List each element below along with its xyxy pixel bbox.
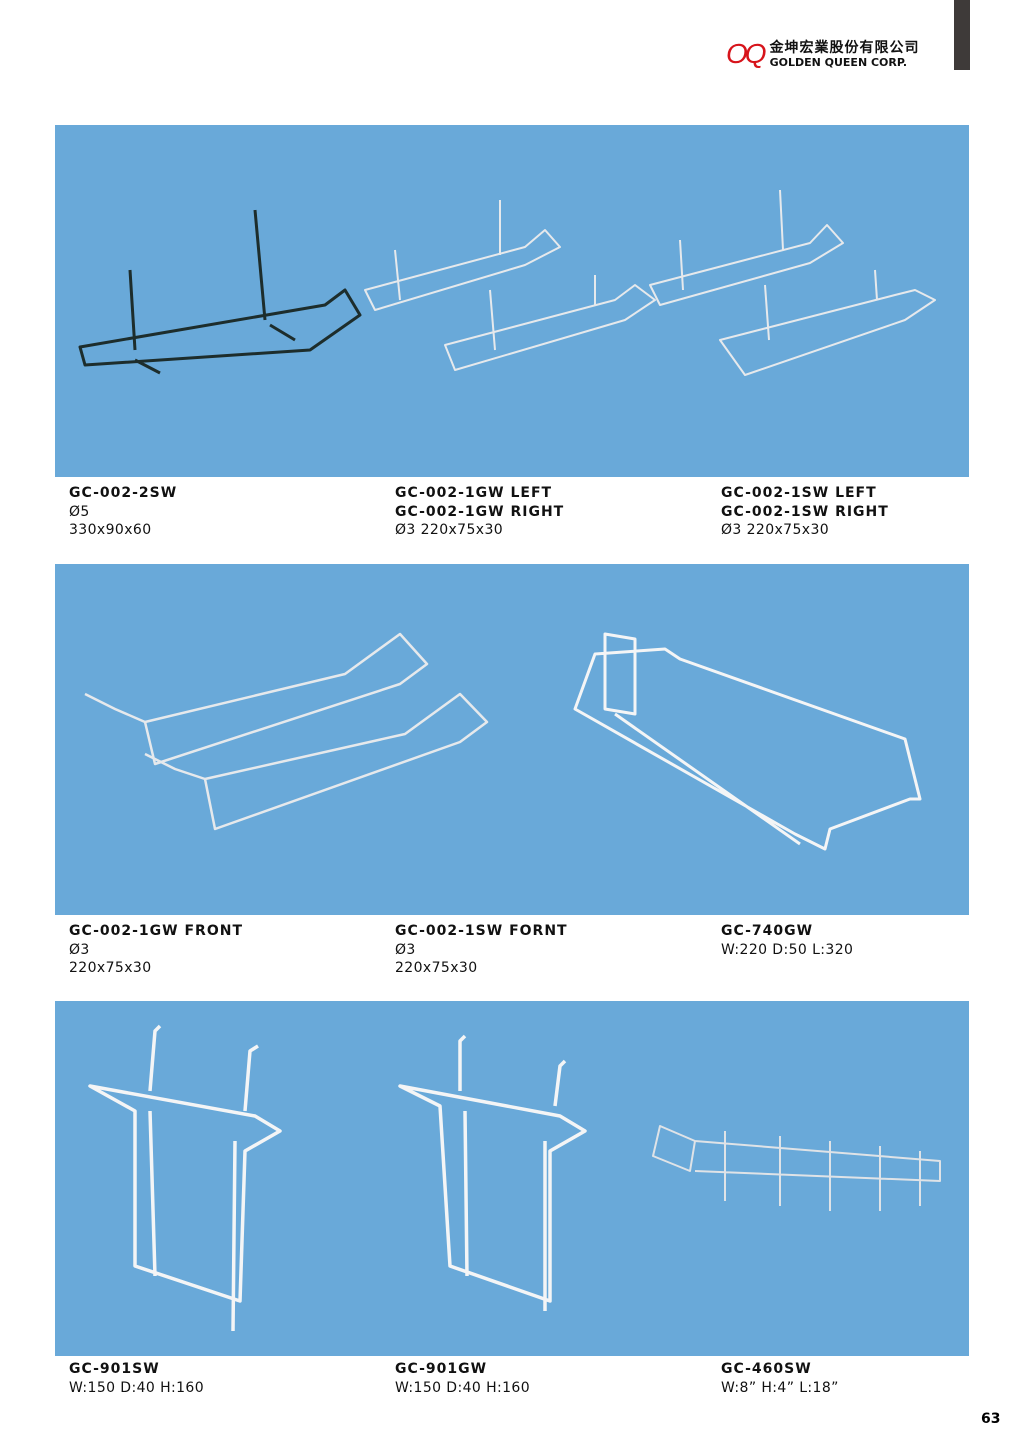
product-code: GC-002-1GW FRONT [69,923,243,939]
product-caption: GC-002-1GW LEFT GC-002-1GW RIGHT Ø3 220x75… [395,484,564,540]
product-spec: 220x75x30 [395,960,478,976]
page-number: 63 [981,1411,1001,1427]
product-code: GC-002-1GW LEFT [395,485,553,501]
product-image-gc-460sw [652,1125,941,1211]
product-caption: GC-460SW W:8” H:4” L:18” [721,1360,839,1397]
product-caption: GC-901SW W:150 D:40 H:160 [69,1360,204,1397]
page-edge-tab [954,0,970,70]
product-photo-row-2 [55,564,969,915]
product-caption: GC-002-1GW FRONT Ø3 220x75x30 [69,922,243,978]
product-caption: GC-002-2SW Ø5 330x90x60 [69,484,177,540]
product-code: GC-002-1SW FORNT [395,923,568,939]
product-photo-row-1 [55,125,969,477]
product-image-gc-002-1gw-front [84,632,489,831]
logo-name-cn: 金坤宏業股份有限公司 [769,39,920,56]
product-image-gc-002-1sw [649,189,936,376]
product-code: GC-002-2SW [69,485,178,501]
product-code: GC-002-1GW RIGHT [395,503,565,520]
product-spec: W:150 D:40 H:160 [395,1379,531,1396]
product-spec: W:220 D:50 L:320 [721,941,854,958]
product-image-gc-002-1gw [364,200,656,371]
product-spec: W:150 D:40 H:160 [69,1379,205,1396]
product-code: GC-002-1SW LEFT [721,485,877,501]
product-spec: Ø5 [69,503,90,520]
product-photo-row-3 [55,1001,969,1356]
logo-mark: OQ [726,38,767,69]
product-code: GC-901SW [69,1361,160,1377]
product-code: GC-740GW [721,923,814,939]
product-spec: Ø3 220x75x30 [395,522,504,538]
product-code: GC-002-1SW RIGHT [721,503,889,520]
product-spec: 220x75x30 [69,960,152,976]
product-code: GC-901GW [395,1361,488,1377]
product-spec: W:8” H:4” L:18” [721,1379,839,1396]
product-image-gc-002-2sw [78,209,362,375]
product-image-gc-740gw [573,632,922,851]
product-image-gc-901sw [88,1024,282,1332]
product-spec: 330x90x60 [69,522,152,538]
product-code: GC-460SW [721,1361,812,1377]
product-image-gc-901gw [398,1034,587,1311]
product-caption: GC-002-1SW FORNT Ø3 220x75x30 [395,922,568,978]
product-caption: GC-740GW W:220 D:50 L:320 [721,922,853,959]
product-caption: GC-901GW W:150 D:40 H:160 [395,1360,530,1397]
product-spec: Ø3 [69,941,90,958]
logo-name-en: GOLDEN QUEEN CORP. [769,55,908,69]
product-caption: GC-002-1SW LEFT GC-002-1SW RIGHT Ø3 220x75… [721,484,889,540]
product-spec: Ø3 [395,941,416,958]
company-logo: OQ 金坤宏業股份有限公司 GOLDEN QUEEN CORP. [726,40,920,68]
product-spec: Ø3 220x75x30 [721,522,830,538]
